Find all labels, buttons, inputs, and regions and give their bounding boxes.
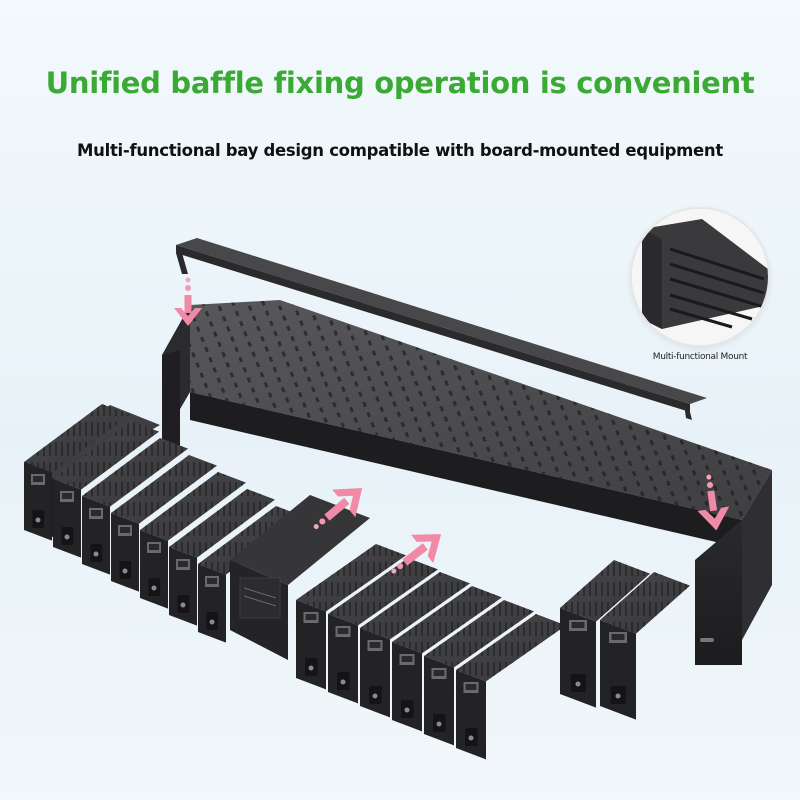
media-converter-module <box>456 614 566 760</box>
media-converter-module <box>392 586 502 732</box>
headline: Unified baffle fixing operation is conve… <box>45 66 755 100</box>
media-converter-module <box>560 560 650 708</box>
insert-arrow-icon <box>391 534 442 574</box>
media-converter-module <box>600 572 690 720</box>
media-converter-module <box>424 600 534 746</box>
media-converter-module <box>53 421 159 558</box>
media-converter-module <box>82 438 188 575</box>
media-converter-module <box>111 455 217 592</box>
insert-arrow-icon <box>313 488 363 530</box>
mount-detail-photo <box>632 209 768 345</box>
right-modules <box>296 544 566 760</box>
down-arrow-icon <box>697 474 730 531</box>
media-converter-module <box>169 489 275 626</box>
media-converter-module <box>360 572 470 718</box>
baffle-bar <box>176 238 707 420</box>
mount-detail-inset <box>632 209 768 345</box>
labeled-module <box>230 495 370 660</box>
inset-caption: Multi-functional Mount <box>652 352 748 362</box>
chassis <box>162 300 772 665</box>
media-converter-module <box>296 544 406 690</box>
media-converter-module <box>24 404 130 541</box>
media-converter-module <box>328 558 438 704</box>
far-right-modules <box>560 560 690 720</box>
subheadline: Multi-functional bay design compatible w… <box>77 141 723 160</box>
media-converter-module <box>140 472 246 609</box>
left-modules <box>24 404 304 643</box>
down-arrow-icon <box>174 277 202 326</box>
